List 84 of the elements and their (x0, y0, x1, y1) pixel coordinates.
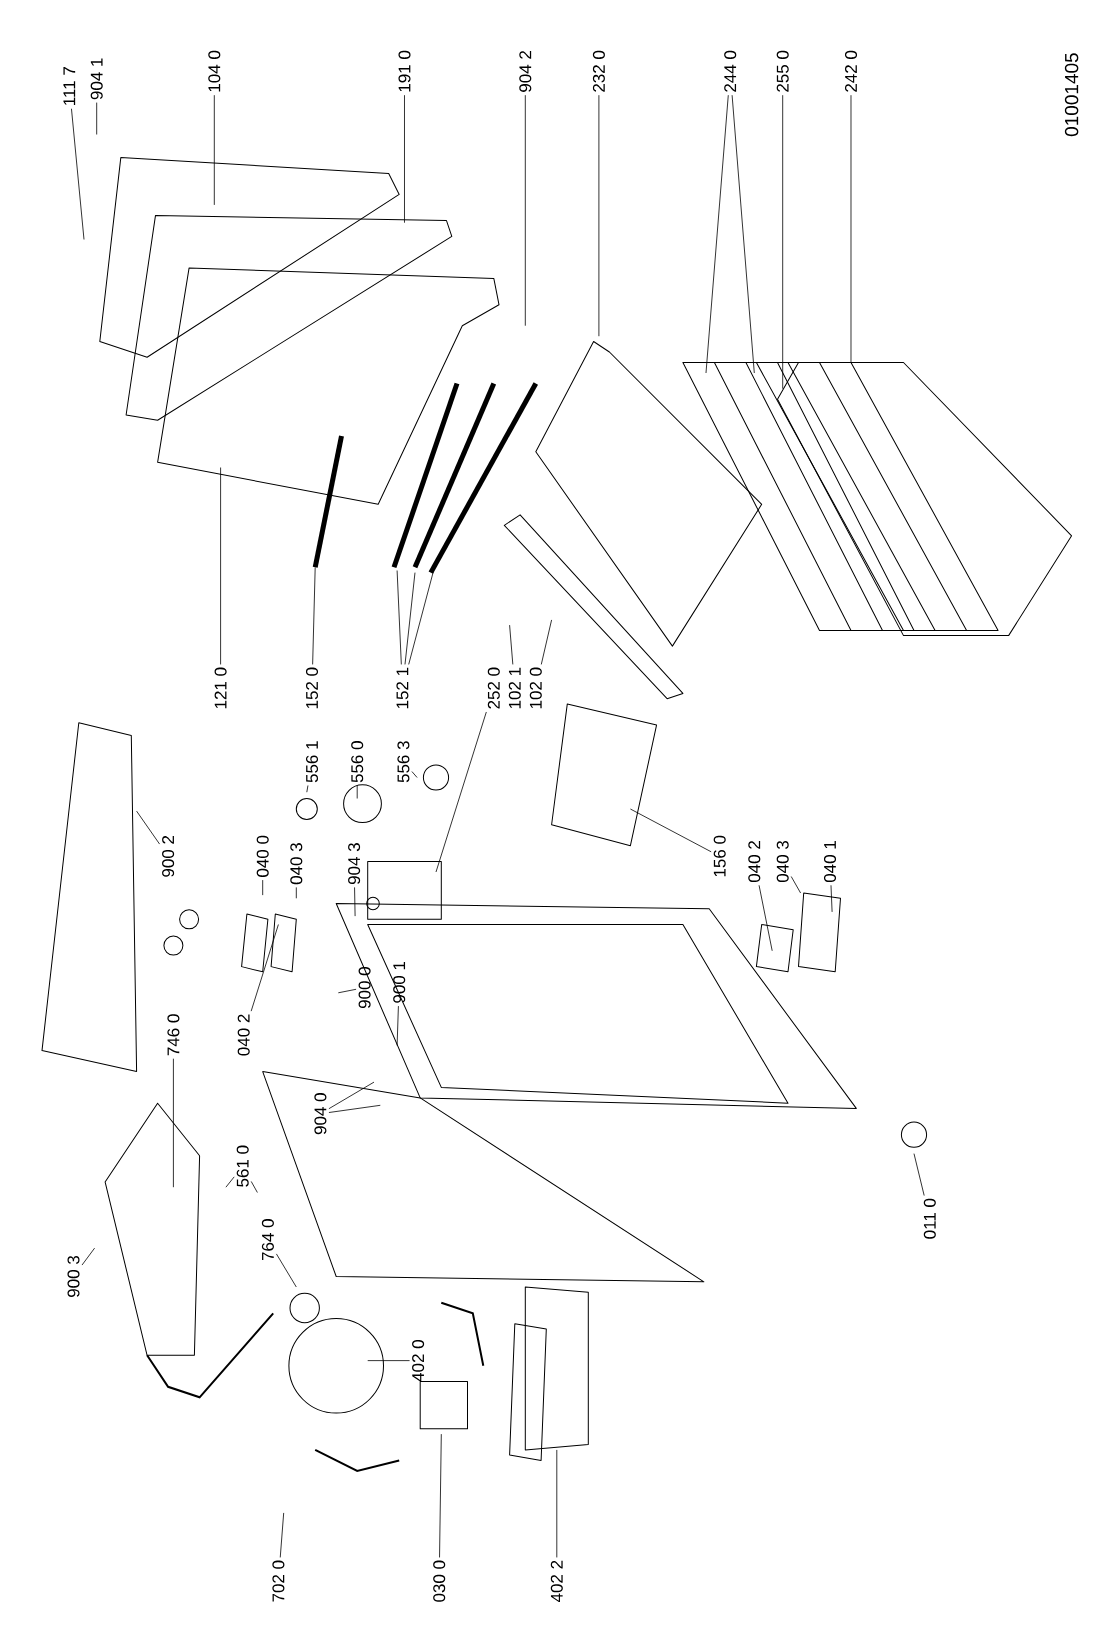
leader-line (328, 1081, 375, 1110)
part-number: 561 0 (236, 1145, 249, 1187)
leader-line (354, 887, 356, 917)
part-number: 111 7 (63, 67, 76, 105)
part-number: 104 0 (208, 50, 221, 92)
part-number: 040 3 (290, 843, 303, 885)
leader-line (250, 1181, 258, 1193)
leader-line (213, 94, 215, 206)
leader-line (396, 1005, 399, 1046)
leader-line (276, 1253, 297, 1288)
part-number: 102 1 (508, 667, 521, 709)
part-number: 232 0 (592, 50, 605, 92)
part-number: 764 0 (261, 1219, 274, 1261)
leader-line (731, 94, 755, 374)
part-number: 746 0 (167, 1014, 180, 1056)
part-number: 402 2 (550, 1560, 563, 1603)
part-number: 040 2 (748, 841, 761, 883)
leader-line (367, 1360, 410, 1361)
leader-line (262, 879, 264, 896)
part-number: 556 1 (306, 741, 318, 783)
part-number: 702 0 (272, 1560, 285, 1602)
part-number: 040 2 (237, 1014, 250, 1056)
part-number: 156 0 (713, 835, 726, 877)
part-number: 255 0 (776, 50, 789, 92)
leader-line (136, 810, 160, 845)
part-number: 904 2 (519, 51, 532, 92)
part-number: 030 0 (433, 1560, 446, 1602)
part-number: 556 0 (351, 741, 364, 783)
leader-line (250, 924, 279, 1012)
leader-line (435, 711, 487, 873)
leader-line (404, 572, 416, 665)
part-number: 011 0 (923, 1198, 936, 1239)
leader-line (404, 94, 405, 224)
leader-line (524, 94, 526, 327)
leader-line (439, 1433, 442, 1558)
part-number: 904 1 (90, 58, 103, 100)
leader-line (705, 94, 729, 374)
leader-line (556, 1449, 558, 1558)
part-number: 040 1 (824, 841, 836, 883)
leader-line (96, 102, 98, 135)
leader-line (356, 785, 358, 799)
part-number: 900 2 (162, 835, 175, 877)
part-number: 900 3 (67, 1256, 80, 1297)
leader-line (408, 569, 435, 665)
leader-line (790, 876, 801, 894)
leader-line (913, 1153, 925, 1196)
part-number: 191 0 (398, 50, 411, 92)
part-number: 252 0 (487, 667, 500, 709)
leader-line (411, 771, 418, 778)
leader-line (830, 884, 833, 913)
leader-line (758, 884, 773, 952)
part-number: 556 3 (397, 741, 410, 783)
leader-line (509, 624, 514, 665)
leader-line (540, 619, 552, 665)
part-number: 402 0 (412, 1340, 425, 1382)
part-number: 102 0 (529, 667, 542, 709)
leader-line (279, 1512, 285, 1558)
drawing-number: 01001405 (1064, 53, 1079, 137)
leader-line (312, 566, 316, 665)
part-number: 900 0 (358, 967, 371, 1009)
leader-line (173, 1058, 174, 1188)
part-number: 040 0 (256, 835, 269, 877)
part-number: 904 0 (314, 1093, 327, 1135)
part-number: 244 0 (724, 50, 737, 92)
part-number: 152 0 (306, 667, 318, 709)
leader-line (225, 1176, 235, 1188)
leader-line (71, 108, 85, 240)
part-number: 040 3 (776, 841, 789, 883)
part-number: 121 0 (214, 667, 227, 709)
leader-line (328, 1104, 381, 1113)
part-number: 242 0 (845, 50, 857, 92)
part-number: 152 1 (396, 667, 409, 709)
leader-line (598, 94, 600, 337)
part-number: 904 3 (348, 843, 361, 885)
leader-line (630, 808, 712, 853)
leader-line (782, 94, 784, 390)
part-number: 900 1 (393, 961, 406, 1003)
leader-line (81, 1247, 95, 1266)
leader-line (220, 467, 221, 665)
leader-line (295, 887, 297, 899)
leader-line (396, 570, 402, 665)
leader-line (306, 785, 309, 793)
leader-line (337, 988, 357, 994)
leader-line (850, 94, 852, 363)
